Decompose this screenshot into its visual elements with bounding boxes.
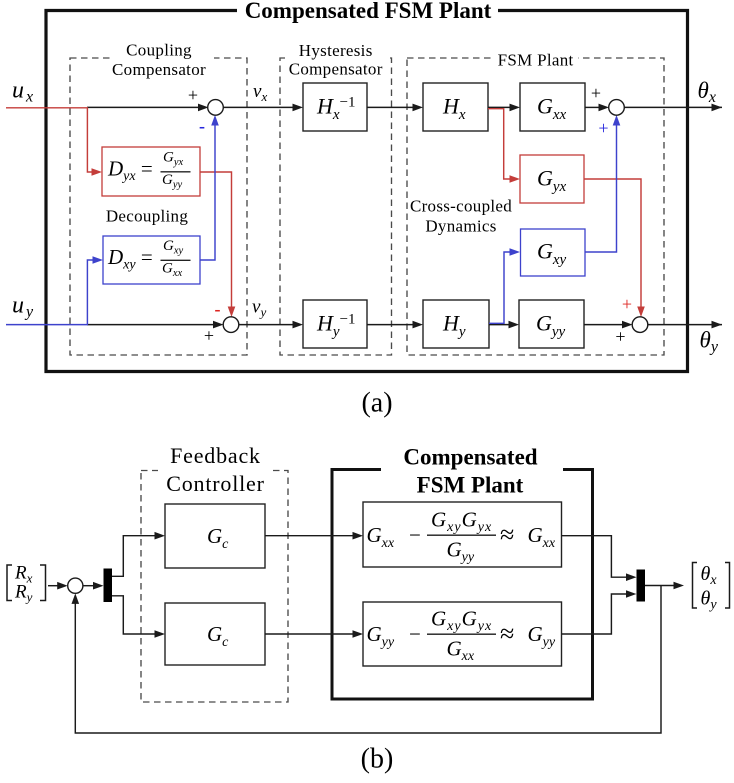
svg-text:Decoupling: Decoupling — [106, 207, 189, 226]
svg-text:FSM Plant: FSM Plant — [417, 473, 524, 498]
svg-text:≈: ≈ — [500, 520, 514, 549]
svg-text:Hysteresis: Hysteresis — [299, 41, 373, 60]
svg-text:Gxx: Gxx — [528, 523, 556, 551]
svg-text:Feedback: Feedback — [170, 443, 261, 468]
svg-text:+: + — [598, 118, 608, 138]
svg-text:+: + — [591, 83, 601, 103]
svg-text:FSM Plant: FSM Plant — [498, 51, 574, 70]
svg-text:Compensated FSM Plant: Compensated FSM Plant — [245, 0, 492, 23]
svg-text:Compensated: Compensated — [403, 445, 537, 470]
svg-text:GxyGyx: GxyGyx — [431, 508, 492, 536]
svg-text:-: - — [199, 116, 205, 136]
svg-text:Cross-coupled: Cross-coupled — [410, 197, 512, 216]
svg-text:Coupling: Coupling — [126, 41, 192, 60]
svg-text:Gxy: Gxy — [537, 239, 567, 269]
svg-text:Compensator: Compensator — [112, 60, 206, 79]
svg-text:+: + — [188, 85, 198, 105]
svg-text:+: + — [615, 327, 625, 347]
svg-text:GxyGyx: GxyGyx — [431, 607, 492, 635]
svg-text:+: + — [622, 294, 632, 314]
svg-text:−: − — [409, 622, 421, 646]
svg-text:-: - — [215, 299, 221, 319]
svg-text:(a): (a) — [361, 388, 392, 419]
svg-text:≈: ≈ — [500, 619, 514, 648]
svg-text:−: − — [409, 523, 421, 547]
svg-text:+: + — [204, 326, 214, 346]
svg-text:Compensator: Compensator — [289, 60, 383, 79]
svg-text:(b): (b) — [361, 744, 394, 775]
svg-text:Controller: Controller — [166, 471, 264, 496]
svg-text:Dynamics: Dynamics — [425, 217, 496, 236]
svg-text:Gyy: Gyy — [447, 538, 475, 566]
